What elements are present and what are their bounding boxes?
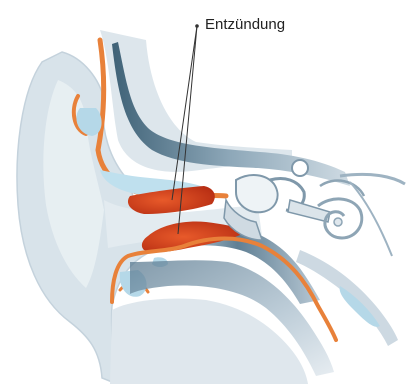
nerve-strand	[350, 182, 392, 256]
inflammation-callout-label: Entzündung	[205, 17, 285, 32]
